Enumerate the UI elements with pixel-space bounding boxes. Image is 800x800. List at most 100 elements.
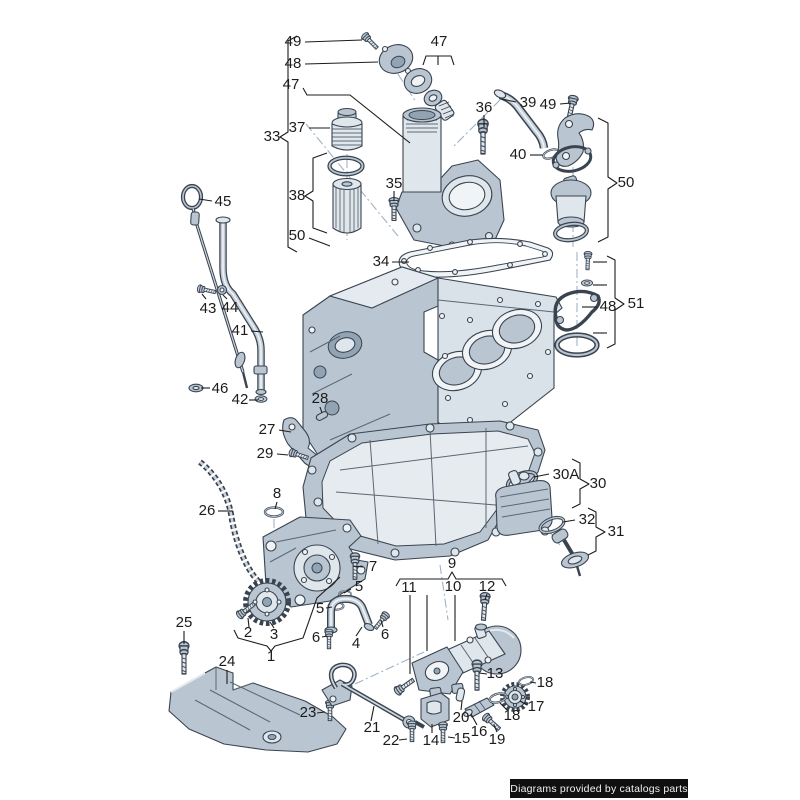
washer-46 — [188, 383, 204, 393]
callout-bracket — [304, 152, 328, 234]
part-number-label: 18 — [537, 674, 554, 691]
thermostat-housing-50 — [550, 175, 592, 228]
callout-leader-line — [321, 635, 328, 638]
oil-cooler-30 — [495, 469, 553, 536]
part-number-label: 29 — [257, 445, 274, 462]
bolt-13 — [471, 659, 483, 691]
callout-bracket — [571, 458, 590, 509]
part-number-label: 24 — [219, 653, 236, 670]
part-number-label: 6 — [312, 629, 320, 646]
provider-badge: Diagrams provided by catalogs parts — [510, 779, 688, 798]
callout-brackets-layer — [233, 35, 625, 674]
part-number-label: 30 — [590, 475, 607, 492]
callout-leader-line — [562, 519, 576, 523]
part-number-label: 49 — [285, 33, 302, 50]
callout-bracket — [233, 576, 341, 652]
cylinder-bores — [431, 308, 543, 392]
part-number-label: 36 — [476, 99, 493, 116]
part-number-label: 47 — [431, 33, 448, 50]
part-number-label: 37 — [289, 119, 306, 136]
callout-leader-line — [493, 724, 498, 733]
part-number-label: 41 — [232, 322, 249, 339]
oil-pipe-21 — [321, 662, 425, 729]
bolt-15 — [438, 721, 448, 744]
callout-leader-line — [460, 700, 463, 711]
part-number-label: 4 — [352, 635, 360, 652]
retaining-clamp-48 — [553, 289, 601, 332]
thermostat-oring-50 — [554, 222, 588, 242]
callout-leader-line — [352, 565, 364, 568]
callout-leader-line — [276, 453, 289, 456]
dowel-pin-28 — [315, 411, 329, 421]
thermostat-bracket-50 — [555, 113, 595, 167]
mount-bracket-14 — [420, 692, 450, 728]
part-number-label: 23 — [300, 704, 317, 721]
assembly-guide-line — [439, 564, 449, 621]
part-number-label: 2 — [244, 624, 252, 641]
callout-leader-line — [274, 501, 278, 510]
part-number-label: 30A — [553, 466, 580, 483]
callout-leader-line — [319, 406, 323, 414]
part-number-label: 49 — [540, 96, 557, 113]
baffle-plate-24 — [168, 666, 347, 753]
washer-51 — [580, 279, 594, 287]
part-number-label: 28 — [312, 390, 329, 407]
part-number-label: 48 — [285, 55, 302, 72]
part-number-label: 51 — [628, 295, 645, 312]
oring-8 — [263, 506, 285, 518]
part-number-label: 34 — [373, 253, 390, 270]
part-number-label: 31 — [608, 523, 625, 540]
bolt-25 — [178, 640, 190, 675]
assembly-guide-line — [451, 99, 501, 149]
callout-bracket — [587, 507, 606, 556]
part-number-label: 25 — [176, 614, 193, 631]
part-number-label: 33 — [264, 128, 281, 145]
part-number-label: 21 — [364, 719, 381, 736]
washer-42 — [254, 395, 268, 403]
part-number-label: 5 — [355, 578, 363, 595]
callout-leader-line — [447, 736, 456, 739]
bolt-6a — [324, 628, 334, 650]
callout-leader-line — [519, 700, 528, 706]
callout-leader-line — [499, 702, 508, 711]
part-number-label: 12 — [479, 578, 496, 595]
callout-leader-line — [380, 619, 384, 628]
provider-badge-text: Diagrams provided by catalogs parts — [510, 782, 688, 795]
part-number-label: 11 — [401, 579, 417, 596]
callout-leader-line — [533, 473, 550, 478]
assembly-guide-line — [397, 73, 417, 103]
callout-bracket — [606, 255, 625, 349]
callout-leader-line — [269, 621, 275, 629]
callout-leader-line — [470, 713, 478, 726]
part-number-label: 13 — [487, 665, 504, 682]
callout-leader-line — [308, 237, 331, 247]
part-number-label: 6 — [381, 626, 389, 643]
dipstick-tube-41 — [215, 216, 268, 396]
bolt-22 — [407, 720, 417, 743]
part-number-label: 26 — [199, 502, 216, 519]
part-number-label: 32 — [579, 511, 596, 528]
part-number-label: 50 — [618, 174, 635, 191]
oil-pump-1 — [262, 516, 369, 608]
part-number-label: 16 — [471, 723, 488, 740]
part-number-label: 14 — [423, 732, 440, 749]
bolt-12 — [477, 591, 492, 622]
callout-bracket — [279, 35, 298, 253]
part-number-label: 47 — [283, 76, 300, 93]
callout-leader-line — [198, 198, 213, 202]
callout-bracket — [395, 571, 507, 587]
drive-chain-26 — [198, 459, 261, 584]
part-number-label: 18 — [504, 707, 521, 724]
part-number-label: 50 — [289, 227, 306, 244]
oring-18b — [487, 690, 509, 706]
bolt-51 — [583, 250, 593, 271]
dipstick-45 — [180, 183, 249, 389]
pump-sprocket-3 — [243, 578, 291, 626]
callout-leader-line — [250, 330, 264, 333]
part-number-label: 9 — [448, 555, 456, 572]
sprocket-17 — [500, 682, 530, 712]
assembly-guide-line — [354, 651, 425, 685]
part-number-label: 20 — [453, 709, 470, 726]
